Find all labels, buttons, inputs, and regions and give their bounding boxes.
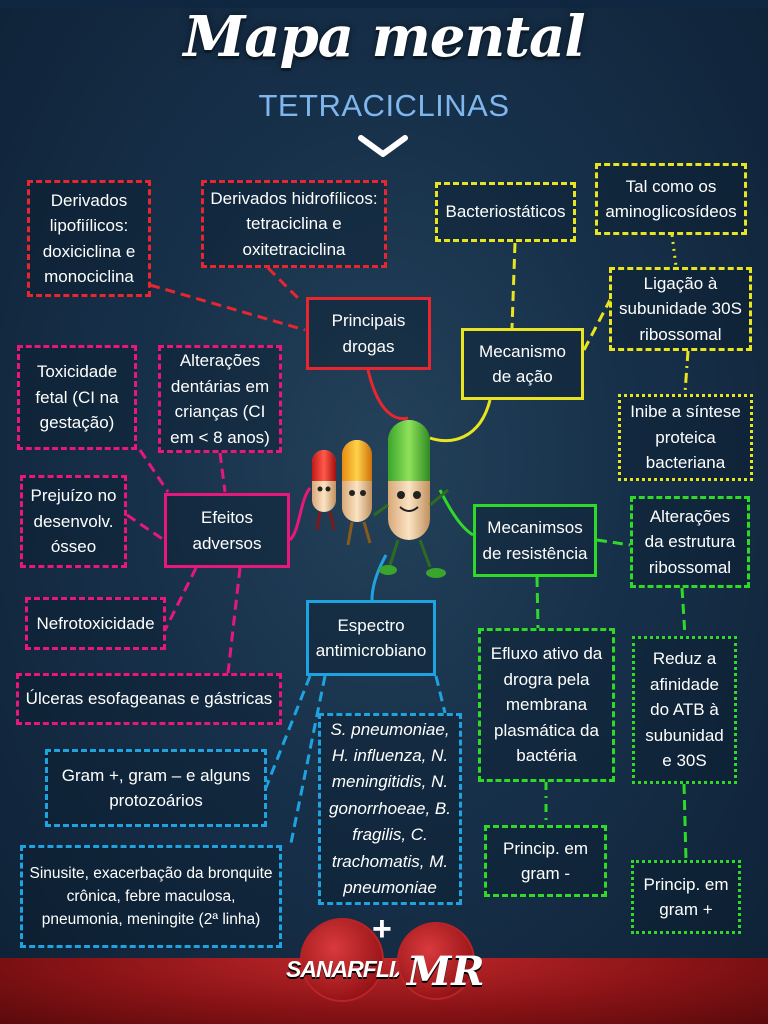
node-efluxo-ativo: Efluxo ativo da drogra pela membrana pla…	[478, 628, 615, 782]
node-aminoglicosideos: Tal como os aminoglicosídeos	[595, 163, 747, 235]
node-alteracoes-dentarias: Alterações dentárias em crianças (CI em …	[158, 345, 282, 453]
node-alteracoes-ribossomal: Alterações da estrutura ribossomal	[630, 496, 750, 588]
node-espectro-antimicrobiano: Espectro antimicrobiano	[306, 600, 436, 676]
mr-logo: MR	[407, 948, 485, 995]
node-ligacao-30s: Ligação à subunidade 30S ribossomal	[609, 267, 752, 351]
node-mecanismo-de-acao: Mecanismo de ação	[461, 328, 584, 400]
chevron-down-icon	[358, 135, 408, 157]
node-princip-gram-pos: Princip. em gram +	[631, 860, 741, 934]
top-bar	[0, 0, 768, 8]
node-ulceras: Úlceras esofageanas e gástricas	[16, 673, 282, 725]
node-toxicidade-fetal: Toxicidade fetal (CI na gestação)	[17, 345, 137, 450]
page-title: Mapa mental	[183, 4, 585, 70]
node-gram-geral: Gram +, gram – e alguns protozoários	[45, 749, 267, 827]
pill-characters-illustration	[312, 420, 449, 578]
node-derivados-hidrofilicos: Derivados hidrofílicos: tetraciclina e o…	[201, 180, 387, 268]
node-prejuizo-osseo: Prejuízo no desenvolv. ósseo	[20, 475, 127, 568]
node-mecanismos-resistencia: Mecanimsos de resistência	[473, 504, 597, 577]
node-efeitos-adversos: Efeitos adversos	[164, 493, 290, 568]
node-nefrotoxicidade: Nefrotoxicidade	[25, 597, 166, 650]
node-reduz-afinidade: Reduz a afinidade do ATB à subunidad e 3…	[632, 636, 737, 784]
plus-sign: +	[372, 910, 392, 948]
page-subtitle: TETRACICLINAS	[258, 88, 510, 123]
node-principais-drogas: Principais drogas	[306, 297, 431, 370]
node-sinusite: Sinusite, exacerbação da bronquite crôni…	[20, 845, 282, 948]
footer-floor	[0, 958, 768, 1024]
node-princip-gram-neg: Princip. em gram -	[484, 825, 607, 897]
node-bacteriostaticos: Bacteriostáticos	[435, 182, 576, 242]
node-especies: S. pneumoniae, H. influenza, N. meningit…	[318, 713, 462, 905]
sanarflix-logo: SANARFLIX	[286, 956, 410, 982]
node-derivados-lipofilicos: Derivados lipofiílicos: doxiciclina e mo…	[27, 180, 151, 297]
sanarflix-logo-badge	[300, 918, 384, 1002]
mr-logo-badge	[397, 922, 475, 1000]
node-inibe-sintese: Inibe a síntese proteica bacteriana	[618, 394, 753, 481]
